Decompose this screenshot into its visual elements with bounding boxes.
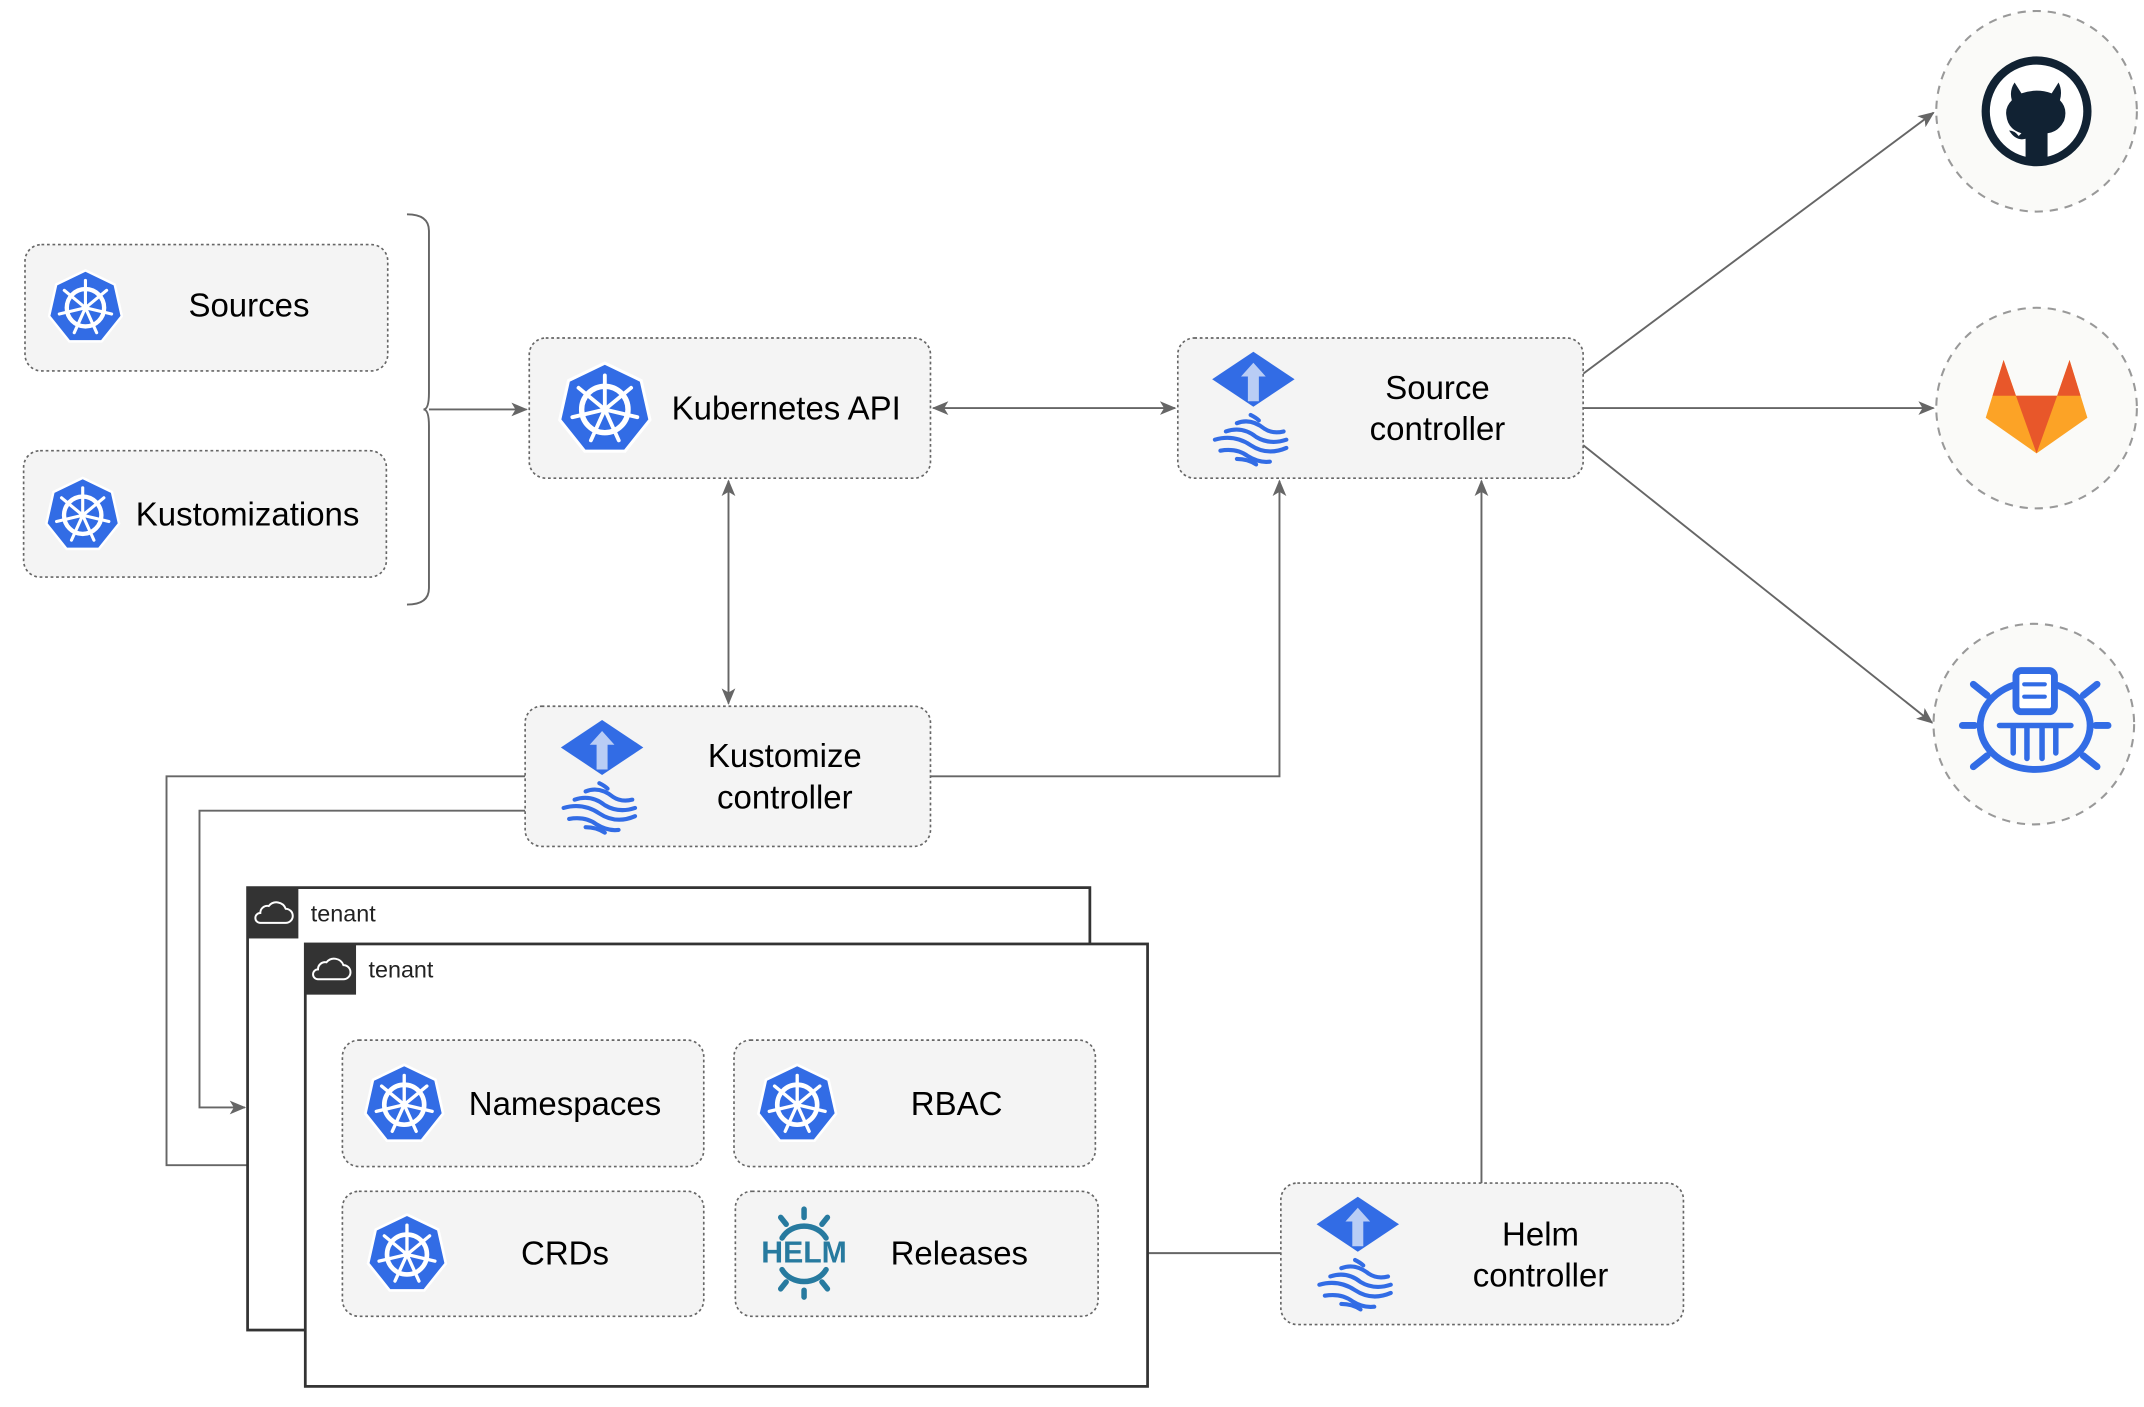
node-namespaces[interactable]: Namespaces [341,1039,705,1168]
edge-kustomize-to-tenant-front [165,775,526,1173]
node-source-controller[interactable]: Source controller [1176,337,1584,479]
edge-source-to-bucket [1582,444,1934,724]
node-kustomizations[interactable]: Kustomizations [22,449,388,578]
node-rbac[interactable]: RBAC [733,1039,1097,1168]
helm-controller-label-1: Helm [1502,1215,1579,1252]
gitlab-icon [1985,359,2088,454]
helm-icon: HELM [761,1206,847,1300]
cloud-icon [247,887,299,939]
tenant-label: tenant [311,900,376,926]
kustomize-controller-label-1: Kustomize [708,737,862,774]
node-crds[interactable]: CRDs [341,1190,705,1318]
github-icon [1981,56,2092,167]
sources-label: Sources [188,286,309,323]
external-bucket[interactable] [1932,622,2136,826]
kustomize-controller-label-2: controller [717,778,853,815]
kustomizations-label: Kustomizations [136,495,360,532]
source-controller-label-2: controller [1370,410,1506,447]
source-controller-label-1: Source [1385,369,1489,406]
node-kustomize-controller[interactable]: Kustomize controller [524,705,932,848]
kubernetes-api-label: Kubernetes API [672,390,901,427]
node-helm-controller[interactable]: Helm controller [1280,1182,1685,1326]
external-github[interactable] [1935,9,2138,213]
helm-controller-label-2: controller [1473,1257,1609,1294]
edge-source-to-github [1582,111,1935,375]
edge-kustomize-to-tenant-back [198,809,526,1115]
external-gitlab[interactable] [1935,306,2138,510]
bucket-icon [1958,667,2112,773]
cloud-icon [305,943,357,995]
edge-kustomize-to-source [930,479,1287,778]
rbac-label: RBAC [911,1085,1003,1122]
edges [165,111,1935,1260]
crds-label: CRDs [521,1235,609,1272]
brace [406,213,430,606]
node-sources[interactable]: Sources [24,243,389,372]
node-releases[interactable]: HELM Releases [734,1190,1099,1318]
helm-logo-text: HELM [761,1236,847,1269]
releases-label: Releases [891,1235,1028,1272]
tenant-front[interactable]: tenant Namespaces RBAC CRDs [303,942,1149,1388]
tenant-label: tenant [369,957,434,983]
namespaces-label: Namespaces [469,1085,661,1122]
node-kubernetes-api[interactable]: Kubernetes API [528,337,932,479]
